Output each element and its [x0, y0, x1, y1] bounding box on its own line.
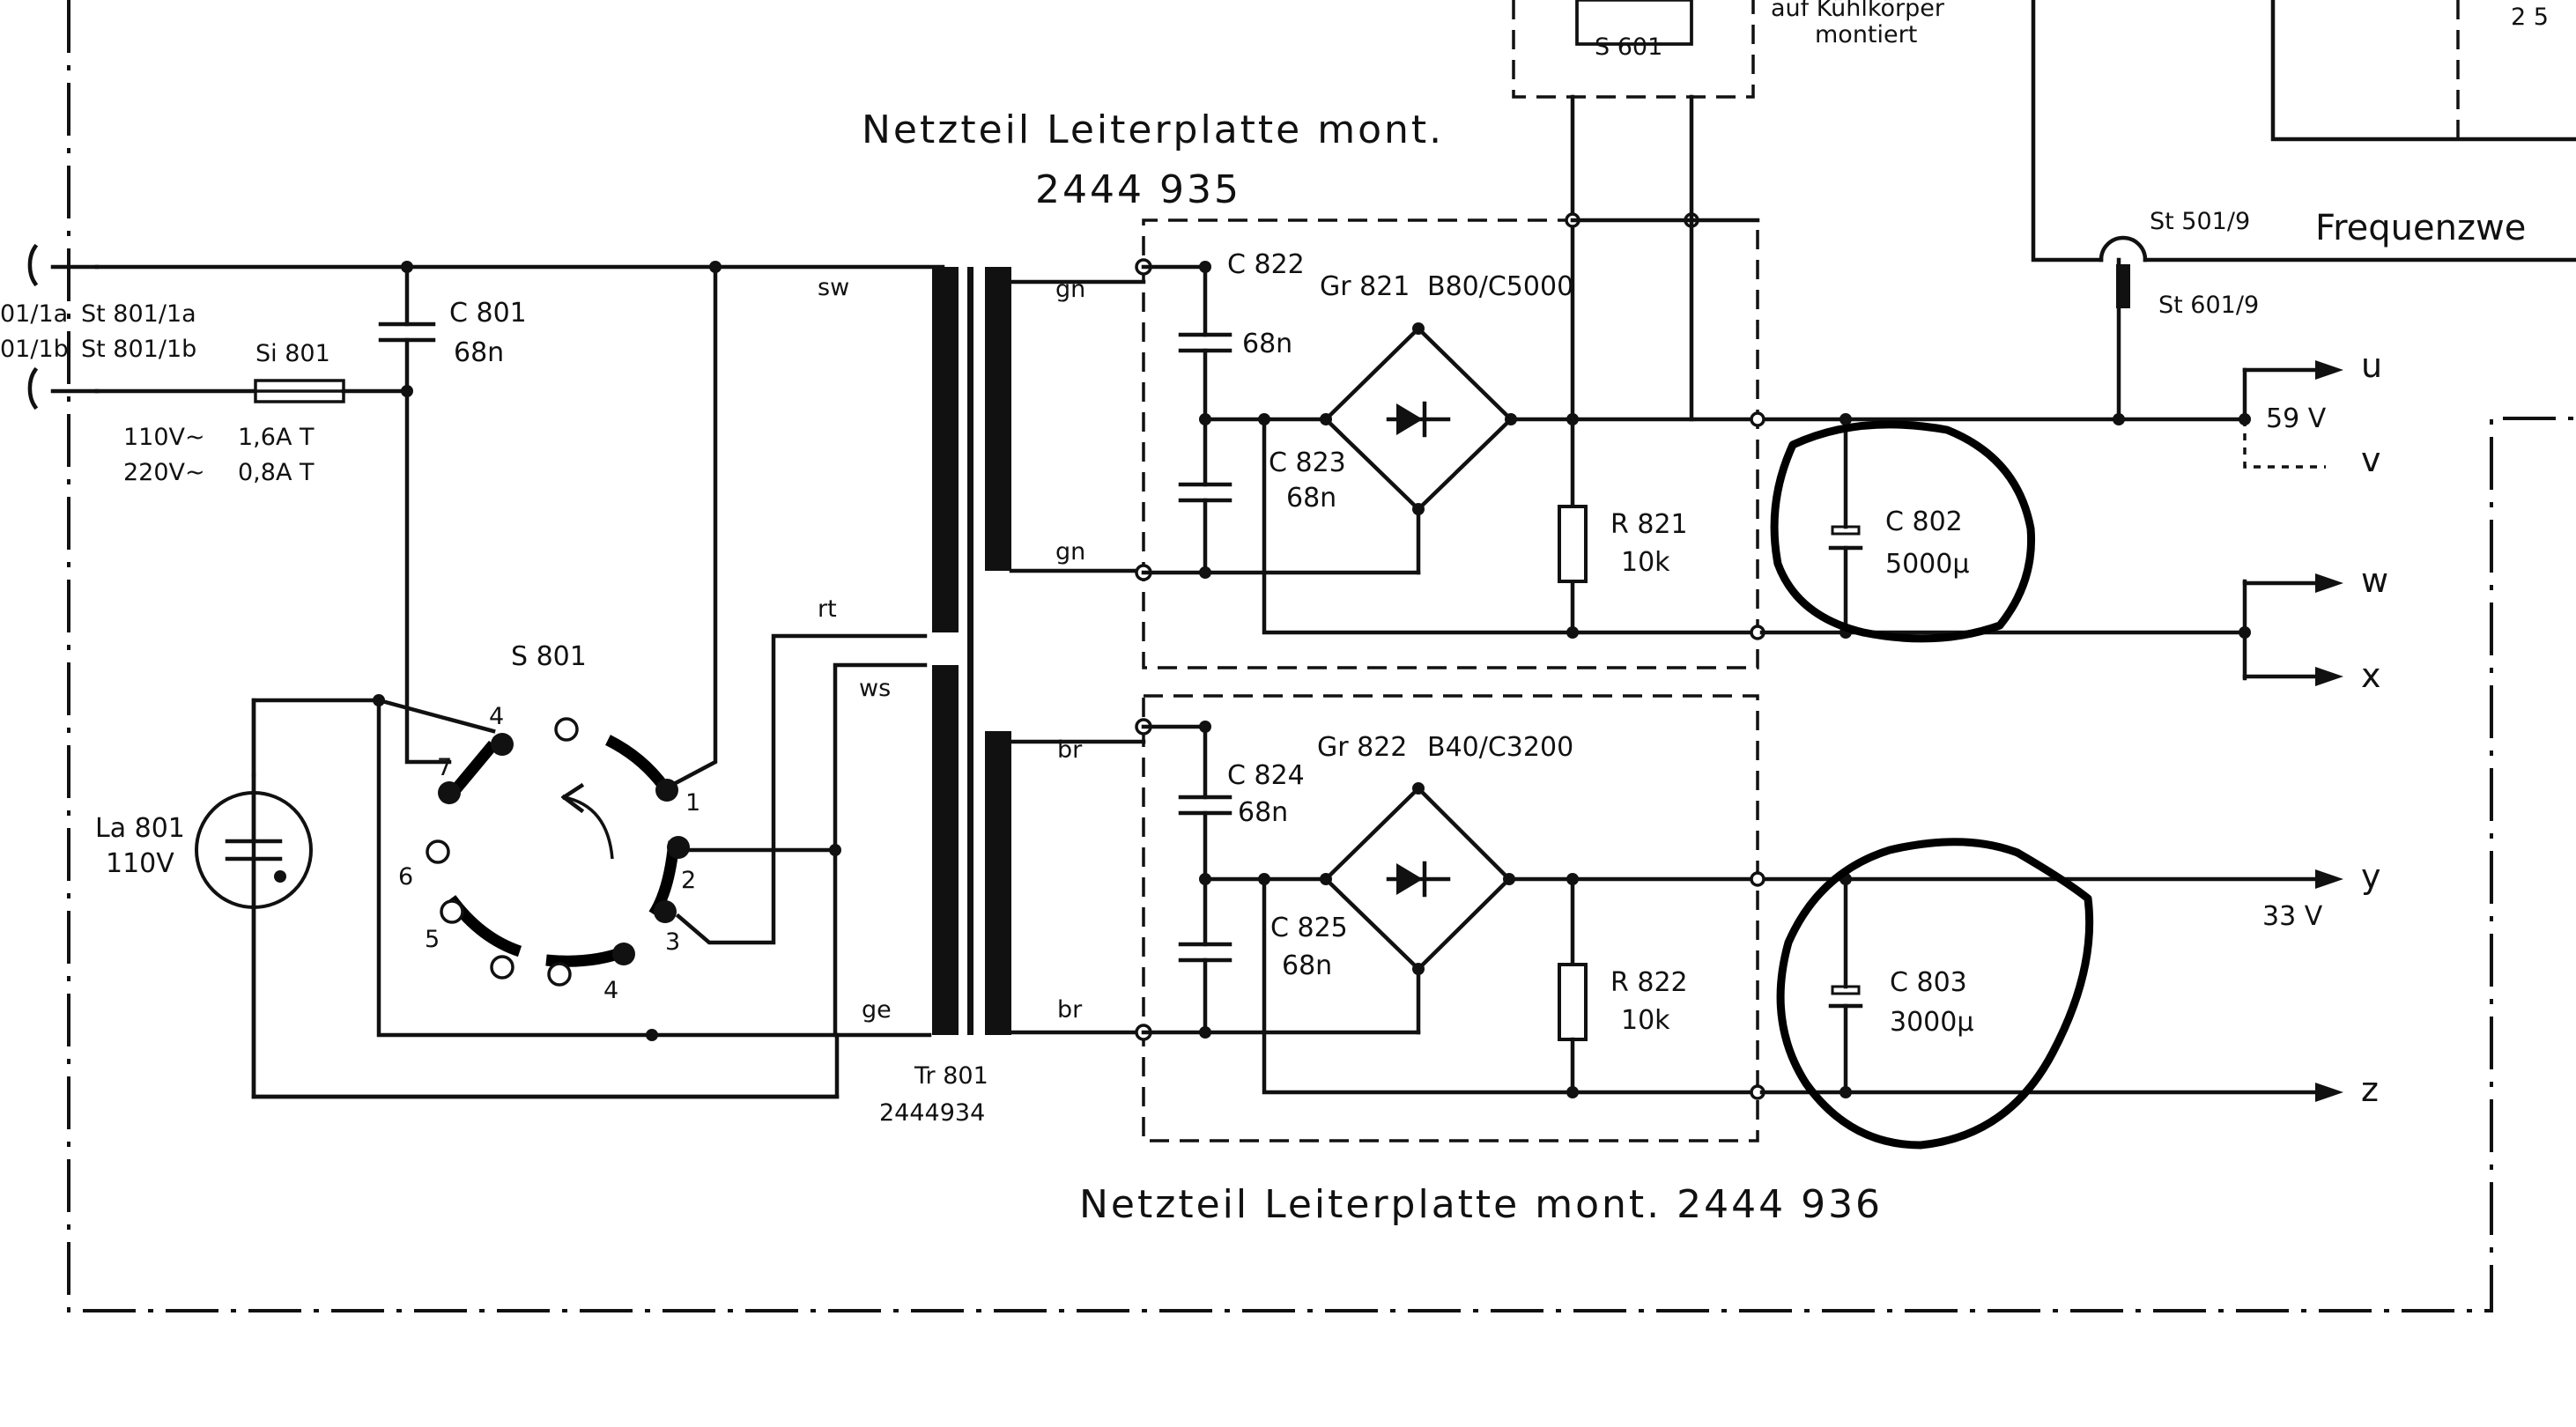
output-w: w: [2361, 561, 2388, 600]
fuse-label: Si 801: [255, 340, 330, 367]
st-501-9-label: St 501/9: [2150, 208, 2250, 235]
c823-name: C 823: [1269, 447, 1346, 478]
fuse-row2-voltage: 220V~: [123, 459, 205, 486]
wire-rt-label: rt: [818, 595, 837, 623]
board-title-upper-line2: 2444 935: [1035, 167, 1241, 212]
c803-name: C 803: [1890, 967, 1967, 998]
c801-name: C 801: [449, 298, 527, 329]
wire-ws-label: ws: [859, 675, 891, 702]
c801-value: 68n: [454, 337, 504, 368]
s601-note-line2: montiert: [1815, 21, 1917, 48]
c825-name: C 825: [1270, 913, 1348, 943]
fuse-row2-current: 0,8A T: [238, 459, 315, 486]
voltage-upper: 59 V: [2266, 403, 2327, 434]
gr821-label: Gr 821: [1320, 271, 1410, 302]
s801-pin-5: 5: [425, 926, 440, 953]
c802-value: 5000µ: [1885, 549, 1969, 580]
st-a-label: St 801/1a: [81, 300, 196, 328]
lamp-value: 110V: [106, 848, 174, 879]
output-x: x: [2361, 656, 2381, 695]
frequenzweiche-label: Frequenzwe: [2315, 208, 2526, 248]
output-y: y: [2361, 857, 2381, 896]
voltage-lower: 33 V: [2262, 901, 2323, 932]
s801-pin-4-bottom: 4: [603, 977, 618, 1004]
lamp-name: La 801: [95, 813, 185, 844]
wire-ge-label: ge: [862, 996, 892, 1024]
lower-rectifier-board: C 824 68n C 825 68n Gr 822 B40/C3200 R 8…: [1135, 694, 2328, 1150]
transformer-name: Tr 801: [914, 1062, 988, 1090]
s801-pin-6: 6: [398, 863, 413, 891]
c803-value: 3000µ: [1890, 1007, 1973, 1038]
st-b-label: St 801/1b: [81, 336, 196, 363]
transformer-tr801: sw rt ws ge gn gn br br Tr 801 2444934: [818, 267, 1146, 1127]
gr822-label: Gr 822: [1317, 732, 1407, 763]
gr821-type: B80/C5000: [1427, 271, 1573, 302]
primary-return-wire: [251, 905, 840, 1099]
wire-br-top-label: br: [1057, 736, 1083, 764]
switch-s601: S 601 auf Kühlkörper montiert: [1512, 0, 1945, 99]
mains-input: 01/1a 01/1b St 801/1a St 801/1b Si 801 1…: [0, 243, 945, 486]
c825-value: 68n: [1282, 950, 1332, 981]
wire-gn-bottom-label: gn: [1055, 538, 1085, 566]
lower-outputs: y z 33 V: [2262, 857, 2381, 1109]
output-z: z: [2361, 1070, 2379, 1109]
r822-name: R 822: [1610, 967, 1688, 998]
c822-value: 68n: [1242, 329, 1292, 359]
s801-pin-1: 1: [685, 789, 700, 817]
transformer-number: 2444934: [879, 1099, 985, 1127]
resistor-r821: [1558, 505, 1588, 583]
output-u: u: [2361, 346, 2382, 385]
fuse-row1-current: 1,6A T: [238, 424, 315, 451]
plug-b-label: 01/1b: [0, 336, 69, 363]
top-right-block: 2 5 St 501/9 St 601/9 Frequenzwe: [2031, 0, 2576, 319]
c822-name: C 822: [1227, 249, 1305, 280]
c824-value: 68n: [1238, 797, 1288, 828]
top-right-number: 2 5: [2511, 4, 2549, 31]
c824-name: C 824: [1227, 760, 1305, 791]
s601-label: S 601: [1595, 33, 1662, 61]
s801-label: S 801: [511, 641, 587, 672]
fuse-row1-voltage: 110V~: [123, 424, 205, 451]
upper-outputs: 59 V u v w x: [2113, 257, 2388, 695]
gr822-type: B40/C3200: [1427, 732, 1573, 763]
outer-frame: [67, 0, 2576, 1312]
s801-pin-2: 2: [681, 867, 696, 894]
plug-a-label: 01/1a: [0, 300, 68, 328]
r822-value: 10k: [1621, 1005, 1670, 1036]
st-601-9-label: St 601/9: [2158, 292, 2259, 319]
r821-name: R 821: [1610, 509, 1688, 540]
r821-value: 10k: [1621, 547, 1670, 578]
selector-s801: S 801 4 1 2 3 4 5 6 7: [398, 641, 700, 1004]
wire-br-bottom-label: br: [1057, 996, 1083, 1024]
s801-pin-7: 7: [437, 754, 452, 781]
capacitor-c801: C 801 68n: [378, 264, 527, 394]
wire-gn-top-label: gn: [1055, 276, 1085, 303]
s801-pin-4-top: 4: [489, 703, 504, 730]
upper-rectifier-board: C 822 68n C 823 68n Gr 821 B80/C5000 R 8…: [1135, 94, 2247, 669]
wire-sw-label: sw: [818, 274, 849, 301]
s601-note-line1: auf Kühlkörper: [1771, 0, 1945, 22]
c823-value: 68n: [1286, 483, 1336, 514]
board-title-lower: Netzteil Leiterplatte mont. 2444 936: [1079, 1182, 1883, 1227]
c802-name: C 802: [1885, 506, 1963, 537]
board-title-upper-line1: Netzteil Leiterplatte mont.: [862, 107, 1444, 152]
output-v: v: [2361, 440, 2381, 479]
lamp-la801: La 801 110V: [95, 698, 313, 910]
s801-pin-3: 3: [665, 928, 680, 956]
resistor-r822: [1558, 963, 1588, 1041]
